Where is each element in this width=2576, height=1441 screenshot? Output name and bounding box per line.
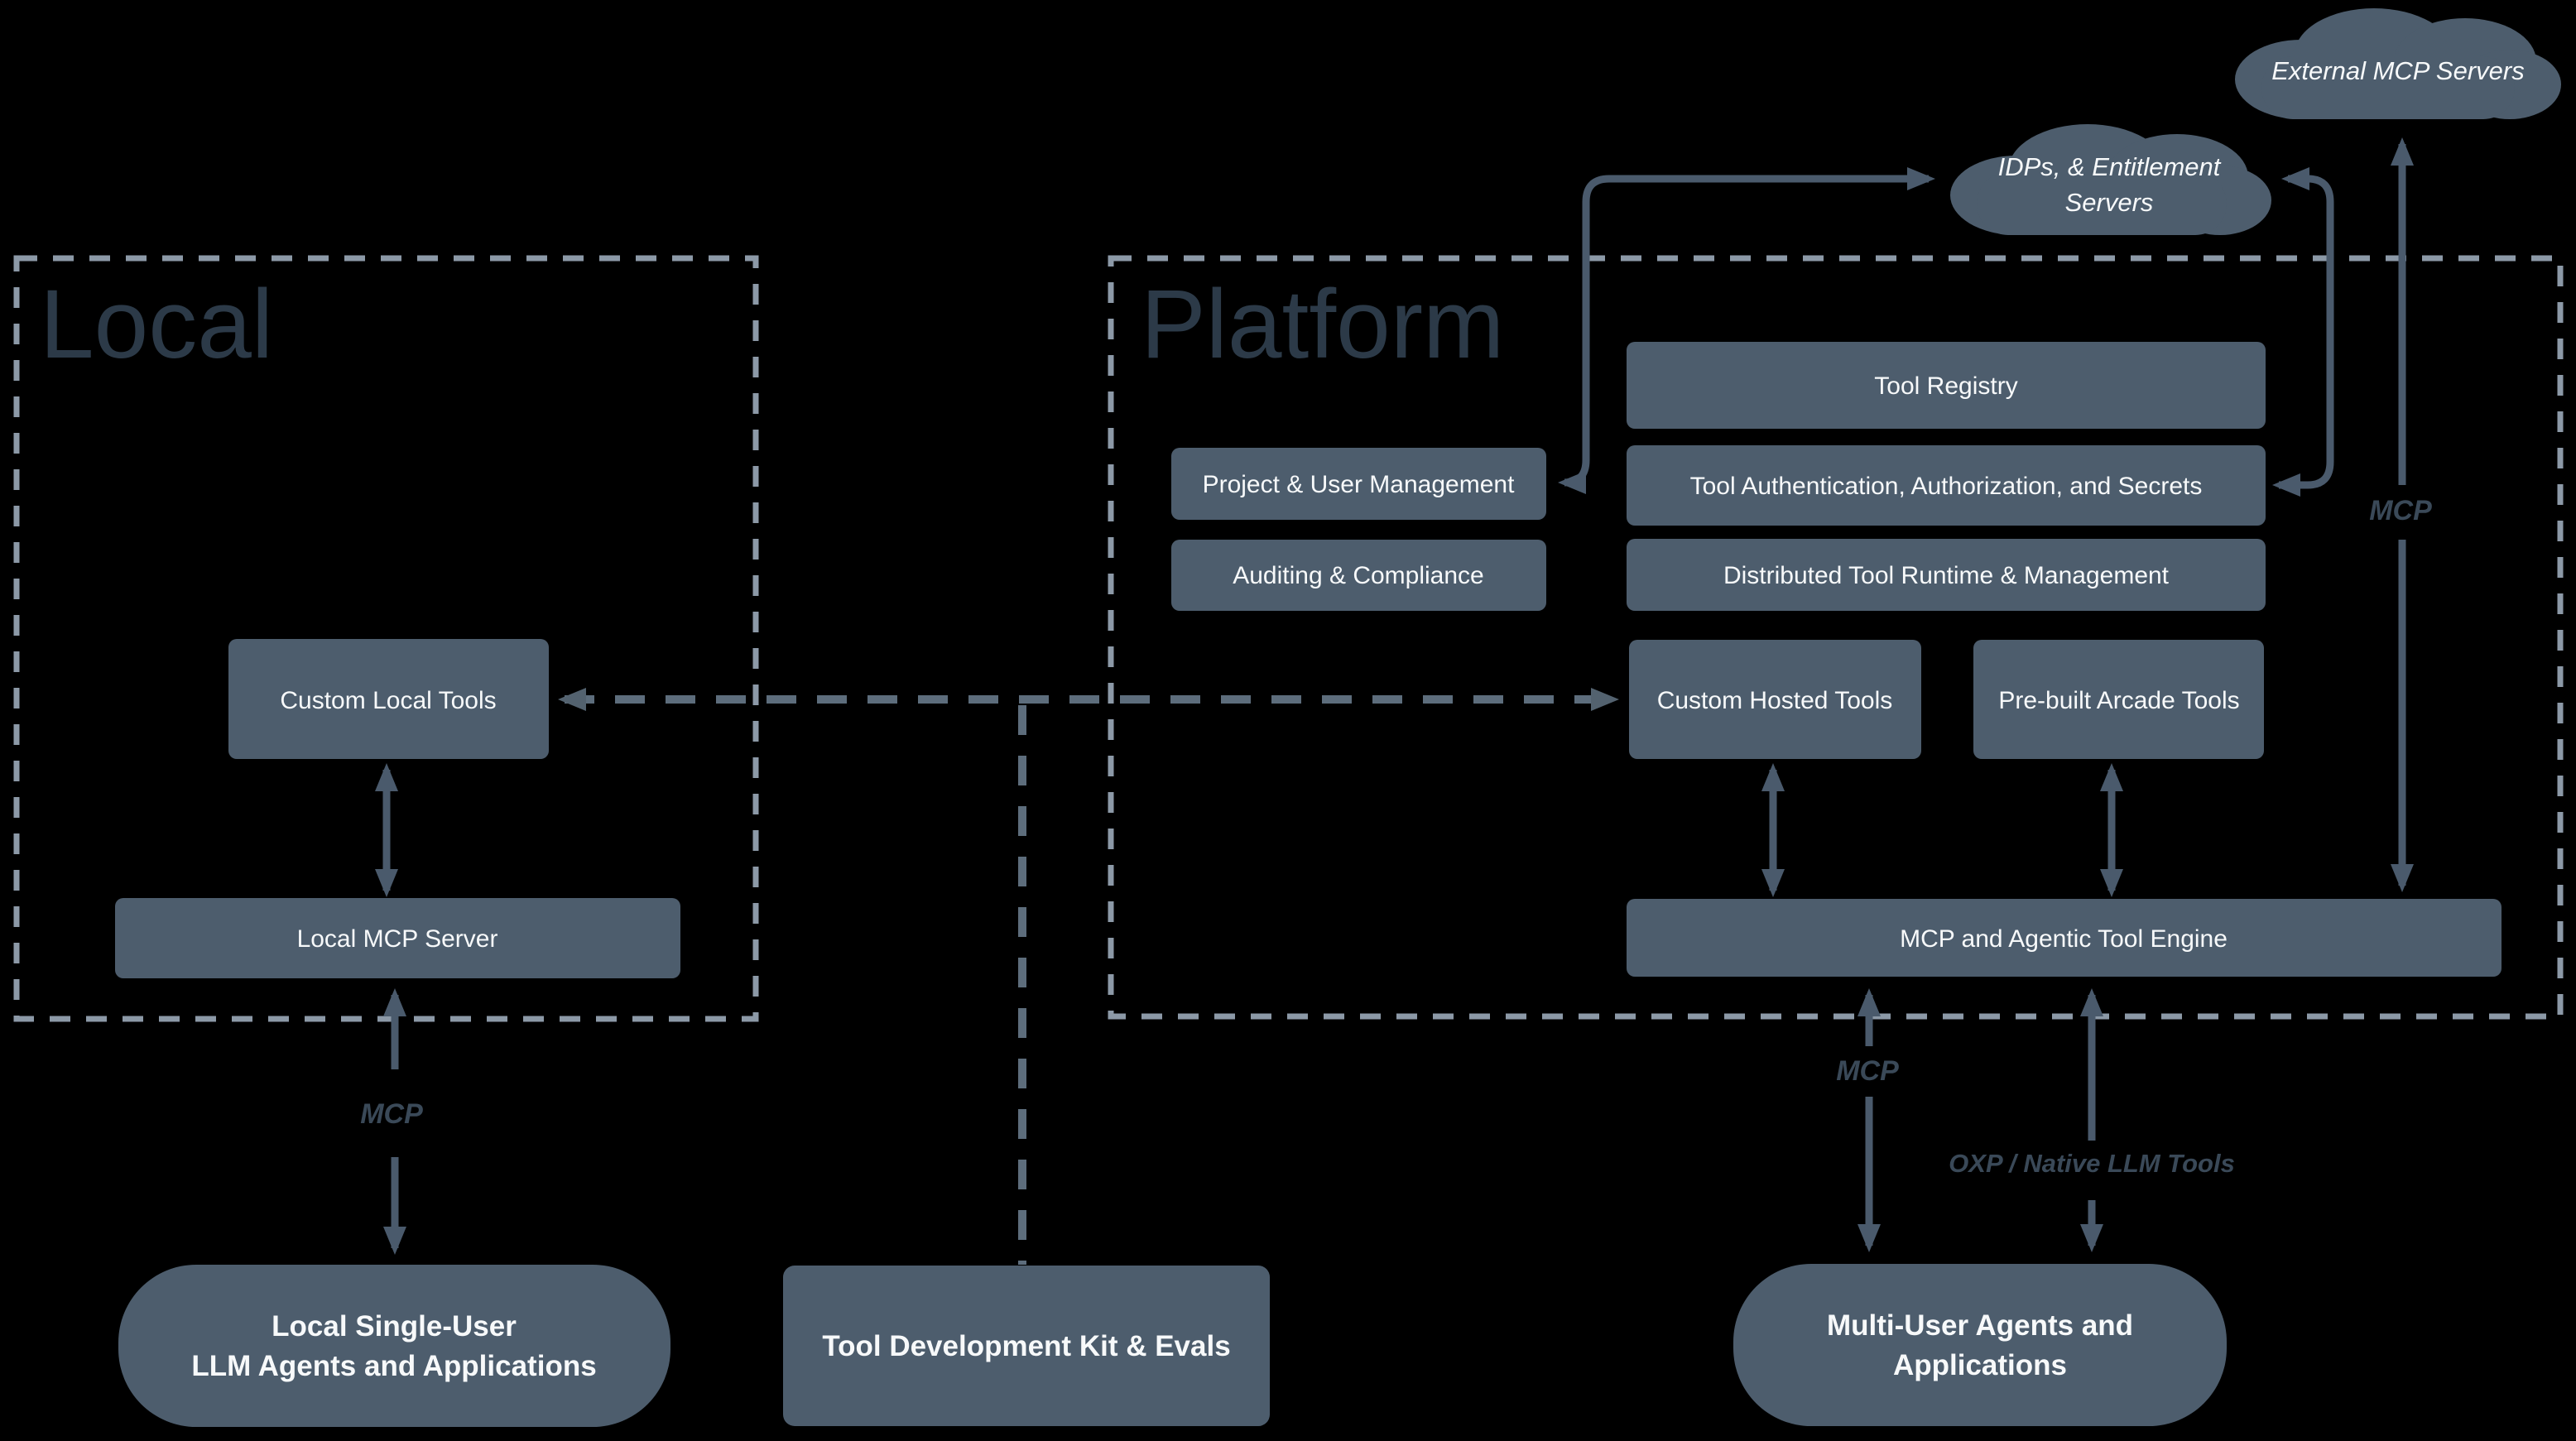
- local-zone-title: Local: [40, 270, 273, 379]
- edge-label-mcp-external: MCP: [2369, 495, 2432, 526]
- arrow-project-mgmt-to-idps: [1558, 167, 1935, 494]
- tdk-label: Tool Development Kit & Evals: [822, 1330, 1230, 1362]
- idps-cloud: IDPs, & Entitlement Servers: [1950, 124, 2271, 235]
- tool-registry-label: Tool Registry: [1874, 372, 2017, 400]
- local-agents-label-line1: Local Single-User: [272, 1310, 517, 1343]
- tool-auth-label: Tool Authentication, Authorization, and …: [1690, 473, 2203, 500]
- tool-registry-node: Tool Registry: [1627, 342, 2266, 429]
- distributed-runtime-node: Distributed Tool Runtime & Management: [1627, 539, 2266, 611]
- local-agents-node: Local Single-User LLM Agents and Applica…: [118, 1265, 670, 1427]
- distributed-runtime-label: Distributed Tool Runtime & Management: [1723, 562, 2170, 589]
- idps-cloud-label-line1: IDPs, & Entitlement: [1998, 152, 2222, 181]
- edge-label-oxp-native: OXP / Native LLM Tools: [1949, 1149, 2235, 1178]
- edge-label-mcp-engine: MCP: [1836, 1055, 1899, 1087]
- platform-zone-title: Platform: [1141, 270, 1504, 379]
- mcp-agentic-engine-node: MCP and Agentic Tool Engine: [1627, 899, 2502, 977]
- tool-auth-node: Tool Authentication, Authorization, and …: [1627, 445, 2266, 526]
- tdk-node: Tool Development Kit & Evals: [783, 1266, 1270, 1426]
- idps-cloud-label-line2: Servers: [2065, 188, 2154, 217]
- multi-user-agents-label-line2: Applications: [1893, 1349, 2067, 1381]
- prebuilt-arcade-tools-label: Pre-built Arcade Tools: [1998, 687, 2239, 714]
- arrow-tool-auth-to-idps: [2272, 167, 2334, 497]
- project-user-mgmt-node: Project & User Management: [1171, 448, 1546, 520]
- custom-local-tools-node: Custom Local Tools: [228, 639, 549, 759]
- auditing-compliance-label: Auditing & Compliance: [1233, 562, 1484, 589]
- local-zone: Local: [13, 255, 759, 1022]
- external-mcp-cloud: External MCP Servers: [2235, 8, 2561, 119]
- custom-hosted-tools-node: Custom Hosted Tools: [1629, 640, 1921, 759]
- multi-user-agents-label-line1: Multi-User Agents and: [1827, 1309, 2133, 1342]
- edge-label-mcp-local: MCP: [360, 1098, 423, 1130]
- platform-zone-border: [1108, 255, 2564, 1020]
- platform-zone: Platform: [1108, 255, 2564, 1020]
- auditing-compliance-node: Auditing & Compliance: [1171, 540, 1546, 611]
- external-mcp-cloud-label: External MCP Servers: [2271, 56, 2525, 85]
- multi-user-agents-node: Multi-User Agents and Applications: [1733, 1264, 2227, 1426]
- local-mcp-server-node: Local MCP Server: [115, 898, 680, 978]
- local-mcp-server-label: Local MCP Server: [297, 925, 498, 953]
- local-zone-border: [13, 255, 759, 1022]
- custom-hosted-tools-label: Custom Hosted Tools: [1657, 687, 1893, 714]
- prebuilt-arcade-tools-node: Pre-built Arcade Tools: [1973, 640, 2264, 759]
- project-user-mgmt-label: Project & User Management: [1203, 471, 1515, 498]
- local-agents-label-line2: LLM Agents and Applications: [191, 1350, 596, 1382]
- mcp-agentic-engine-label: MCP and Agentic Tool Engine: [1900, 925, 2228, 953]
- custom-local-tools-label: Custom Local Tools: [280, 687, 496, 714]
